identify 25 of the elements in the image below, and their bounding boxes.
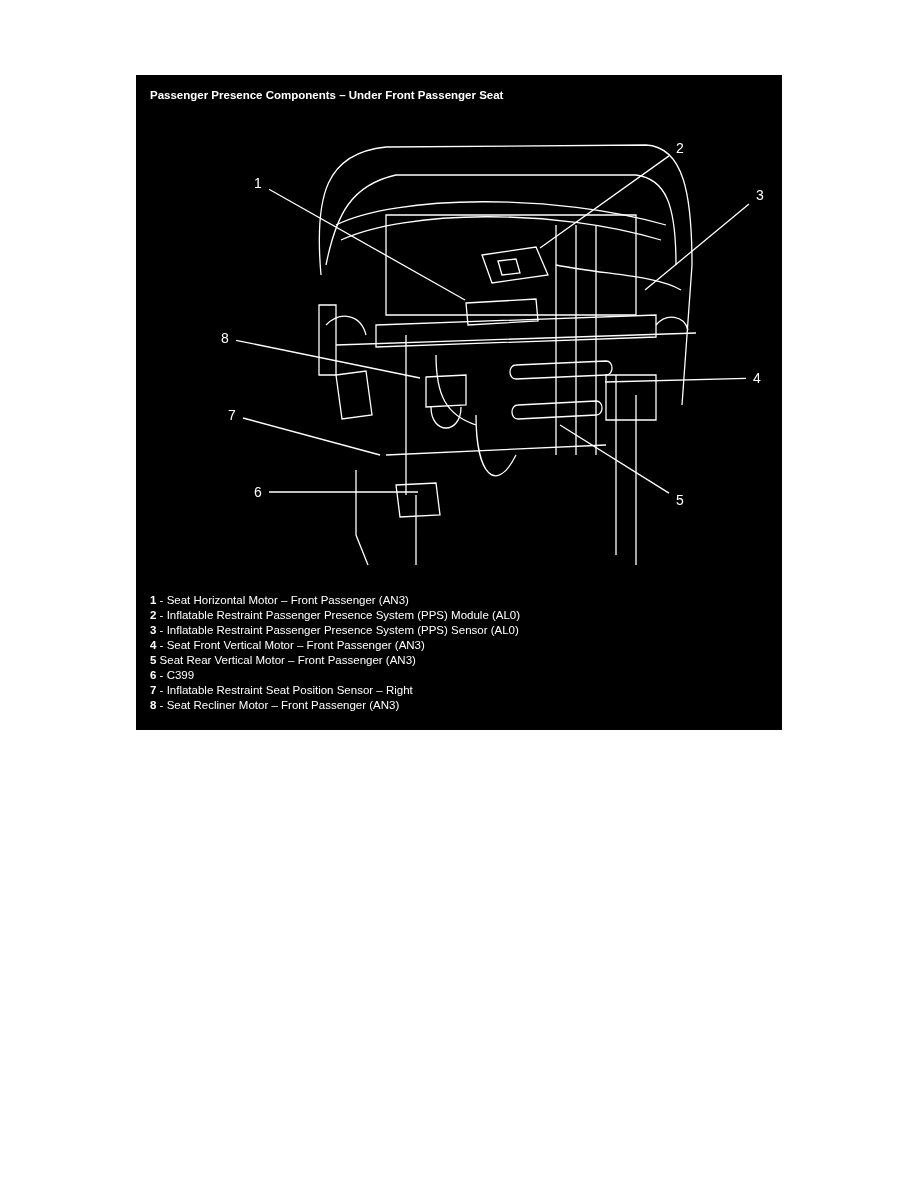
legend-text: 6 - C399 [150, 668, 196, 683]
callout-number: 5 [670, 490, 690, 510]
legend-text: 7 - Inflatable Restraint Seat Position Sensor – Right [150, 683, 414, 698]
legend-text: 2 - Inflatable Restraint Passenger Presence System (PPS) Module (AL0) [150, 608, 521, 623]
legend-text: 8 - Seat Recliner Motor – Front Passenger (AN3) [150, 698, 401, 713]
callout-number: 1 [248, 173, 268, 193]
callout-number: 4 [747, 368, 767, 388]
callout-number: 2 [670, 138, 690, 158]
leader-line [644, 203, 750, 291]
leader-line [235, 339, 421, 379]
leader-line [539, 155, 670, 249]
callout-number: 8 [215, 328, 235, 348]
leader-line [559, 424, 670, 494]
legend-text: 3 - Inflatable Restraint Passenger Presence System (PPS) Sensor (AL0) [150, 623, 520, 638]
callout-number: 6 [248, 482, 268, 502]
legend-text: 4 - Seat Front Vertical Motor – Front Passenger (AN3) [150, 638, 426, 653]
callout-number: 7 [222, 405, 242, 425]
legend-text: 1 - Seat Horizontal Motor – Front Passenger (AN3) [150, 593, 410, 608]
legend-text: 5 Seat Rear Vertical Motor – Front Passenger (AN3) [150, 653, 417, 668]
callout-number: 3 [750, 185, 770, 205]
leader-line [268, 491, 419, 493]
leader-line [242, 417, 381, 456]
leader-line [268, 188, 466, 301]
leader-line [604, 377, 747, 383]
diagram-title: Passenger Presence Components – Under Front Passenger Seat [150, 89, 504, 101]
